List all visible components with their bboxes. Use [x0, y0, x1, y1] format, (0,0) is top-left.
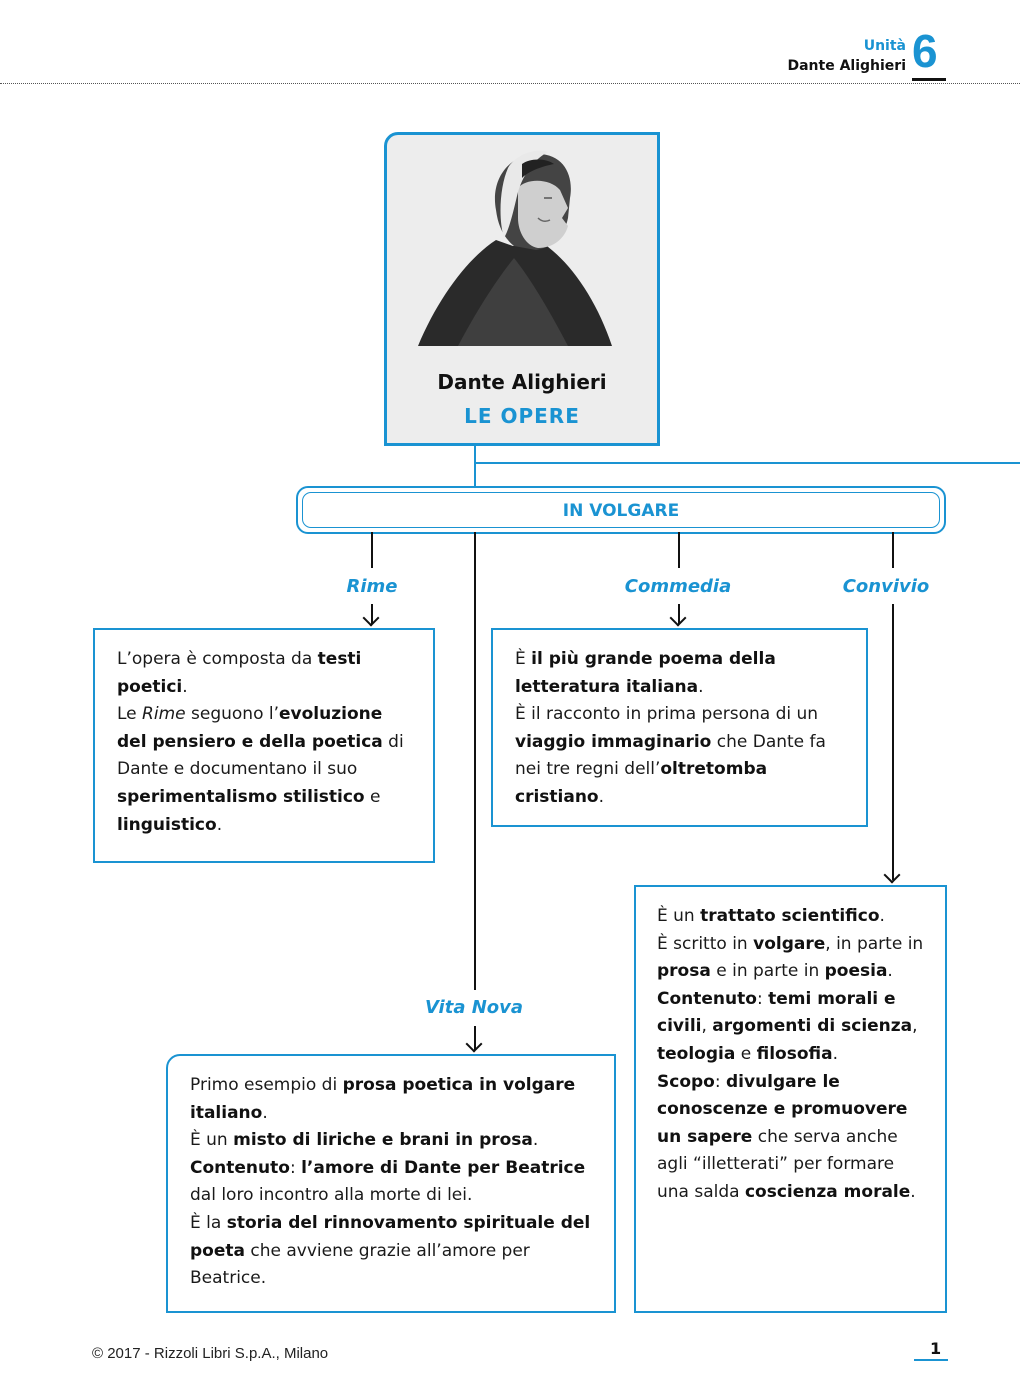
commedia-arrow — [669, 609, 687, 627]
commedia-description: È il più grande poema della letteratura … — [491, 628, 868, 827]
convivio-arrow-stem — [892, 604, 894, 880]
convivio-arrow — [883, 866, 901, 884]
in-volgare-category: IN VOLGARE — [296, 486, 946, 534]
commedia-arrow-stem — [678, 604, 680, 624]
convivio-description: È un trattato scientifico. È scritto in … — [634, 885, 947, 1313]
page-number: 1 — [930, 1339, 942, 1358]
header-divider — [0, 83, 1020, 84]
branch-line-right — [474, 462, 1020, 464]
rime-description: L’opera è composta da testi poetici. Le … — [93, 628, 435, 863]
commedia-label: Commedia — [624, 576, 732, 597]
unit-number-underline — [912, 78, 946, 81]
vita-nova-arrow — [465, 1035, 483, 1053]
vita-nova-connector — [474, 532, 476, 990]
rime-arrow-stem — [371, 604, 373, 624]
works-heading: LE OPERE — [464, 404, 580, 428]
convivio-connector — [892, 532, 894, 568]
rime-connector — [371, 532, 373, 568]
chapter-title: Dante Alighieri — [787, 58, 906, 74]
page-number-underline — [914, 1359, 948, 1361]
vita-nova-label: Vita Nova — [424, 997, 524, 1018]
convivio-label: Convivio — [842, 576, 930, 597]
author-name: Dante Alighieri — [437, 370, 607, 394]
commedia-connector — [678, 532, 680, 568]
unit-number: 6 — [912, 25, 938, 77]
rime-label: Rime — [346, 576, 398, 597]
rime-arrow — [362, 609, 380, 627]
vita-nova-description: Primo esempio di prosa poetica in volgar… — [166, 1054, 616, 1313]
title-connector — [474, 443, 476, 488]
portrait-of-dante-image — [418, 150, 612, 346]
vita-nova-arrow-stem — [474, 1026, 476, 1050]
copyright: © 2017 - Rizzoli Libri S.p.A., Milano — [92, 1345, 329, 1362]
category-label: IN VOLGARE — [302, 492, 940, 528]
unit-label: Unità — [863, 38, 906, 54]
